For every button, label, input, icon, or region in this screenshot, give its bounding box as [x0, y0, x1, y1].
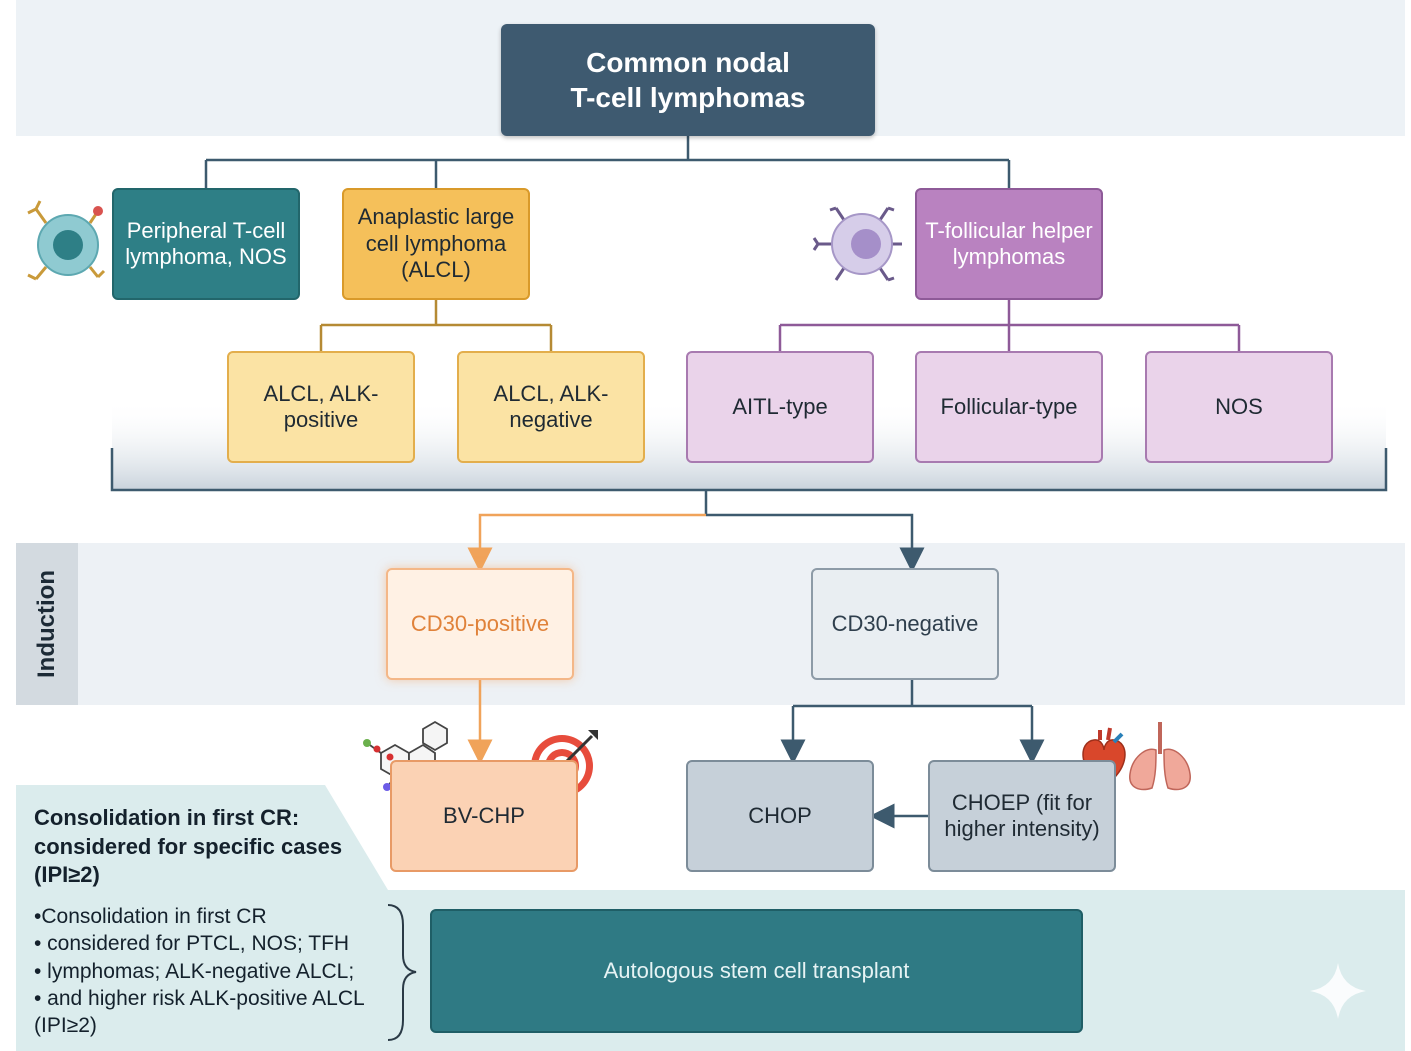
subtype-follicular: Follicular-type	[915, 351, 1103, 463]
consolidation-bullet: (IPI≥2)	[34, 1014, 97, 1038]
transplant-box: Autologous stem cell transplant	[430, 909, 1083, 1033]
arrow-to-cd30-negative	[706, 513, 925, 573]
consolidation-bullet: • and higher risk ALK-positive ALCL	[34, 986, 365, 1010]
category-tfh: T-follicular helper lymphomas	[915, 188, 1103, 300]
regimen-bvchp-label: BV-CHP	[443, 802, 525, 828]
regimen-choep-label: CHOEP (fit for higher intensity)	[944, 789, 1100, 841]
cd30-negative-box: CD30-negative	[811, 568, 999, 680]
subtype-alk-negative-label: ALCL, ALK-negative	[493, 380, 609, 432]
tfh-cell-icon	[812, 206, 902, 282]
subtype-follicular-label: Follicular-type	[940, 393, 1078, 419]
category-tfh-label: T-follicular helper lymphomas	[925, 217, 1093, 269]
consolidation-bullet: •Consolidation in first CR	[34, 905, 267, 928]
consolidation-brace	[387, 904, 417, 1041]
subtype-nos-label: NOS	[1215, 393, 1263, 419]
cd30-negative-label: CD30-negative	[831, 610, 979, 636]
cd30-positive-box: CD30-positive	[386, 568, 574, 680]
category-alcl: Anaplastic large cell lymphoma (ALCL)	[342, 188, 530, 300]
category-alcl-label: Anaplastic large cell lymphoma (ALCL)	[357, 204, 515, 283]
subtype-aitl: AITL-type	[686, 351, 874, 463]
subtype-alk-positive: ALCL, ALK-positive	[227, 351, 415, 463]
subtype-bracket	[110, 448, 1388, 492]
regimen-bvchp: BV-CHP	[390, 760, 578, 872]
consolidation-list: •Consolidation in first CR • considered …	[34, 903, 394, 1039]
induction-label-box: Induction	[16, 543, 78, 705]
title-line1: Common nodal	[586, 47, 790, 78]
cd30-positive-label: CD30-positive	[410, 610, 550, 636]
title-box: Common nodal T-cell lymphomas	[501, 24, 875, 136]
category-connectors	[204, 136, 1011, 188]
consolidation-bullet: • considered for PTCL, NOS; TFH	[34, 932, 350, 956]
induction-band	[78, 543, 1405, 705]
category-ptcl: Peripheral T-cell lymphoma, NOS	[112, 188, 300, 300]
subtype-nos: NOS	[1145, 351, 1333, 463]
lungs-icon	[1129, 722, 1191, 791]
subtype-alk-negative: ALCL, ALK-negative	[457, 351, 645, 463]
transplant-label: Autologous stem cell transplant	[603, 957, 910, 983]
induction-label: Induction	[33, 570, 61, 678]
arrow-to-cd30-positive	[467, 513, 706, 573]
regimen-chop: CHOP	[686, 760, 874, 872]
sparkle-icon	[1310, 963, 1366, 1019]
subtype-alk-positive-label: ALCL, ALK-positive	[263, 380, 379, 432]
regimen-chop-label: CHOP	[748, 802, 812, 828]
t-cell-icon	[27, 200, 106, 281]
consolidation-title: Consolidation in first CR: considered fo…	[34, 805, 343, 888]
consolidation-bullet: • lymphomas; ALK-negative ALCL;	[34, 959, 355, 983]
subtype-aitl-label: AITL-type	[732, 393, 828, 419]
category-ptcl-label: Peripheral T-cell lymphoma, NOS	[125, 217, 287, 269]
title-line2: T-cell lymphomas	[570, 82, 806, 113]
cd30-negative-connectors	[780, 680, 1045, 765]
alcl-connectors	[319, 300, 553, 351]
tfh-connectors	[778, 300, 1241, 351]
regimen-choep: CHOEP (fit for higher intensity)	[928, 760, 1116, 872]
